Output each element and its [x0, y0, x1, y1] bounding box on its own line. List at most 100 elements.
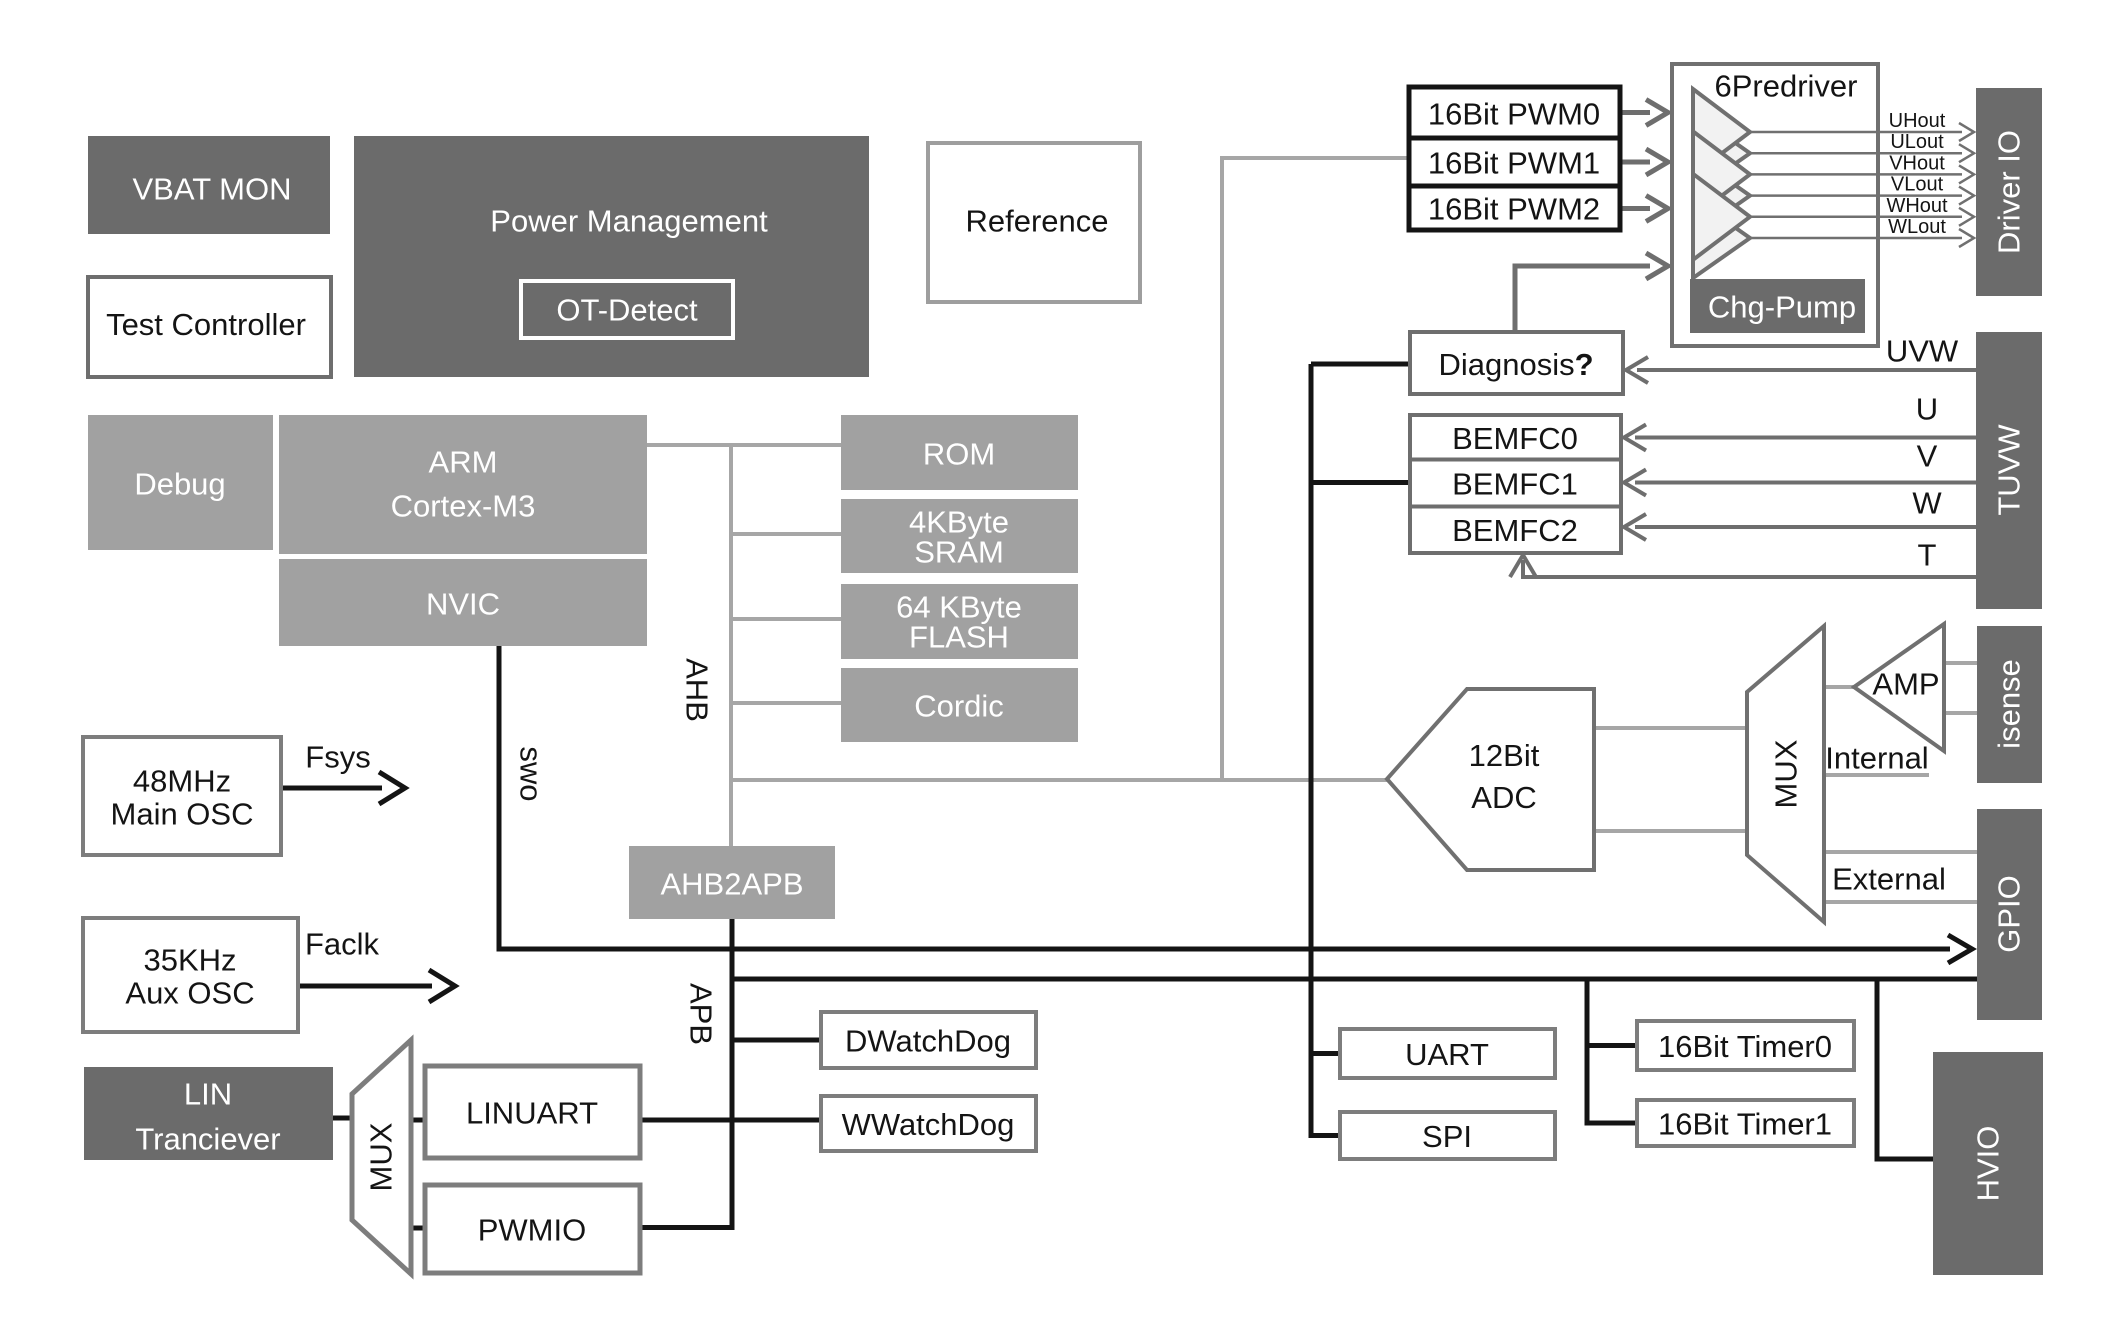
block-hvio: [1933, 1052, 2043, 1275]
label-dwatchdog: DWatchDog: [845, 1024, 1011, 1059]
label-external: External: [1832, 862, 1946, 897]
block-vbat-mon: [88, 136, 330, 234]
label-ulout: ULout: [1890, 131, 1944, 153]
label-test-controller: Test Controller: [106, 307, 306, 342]
wires-black-bus: [281, 361, 1977, 1231]
arrowhead-uvw: [1622, 355, 1650, 385]
label-diagnosis-word: Diagnosis: [1438, 347, 1574, 382]
label-reference: Reference: [965, 204, 1108, 239]
label-timer0: 16Bit Timer0: [1658, 1029, 1832, 1064]
wire-swo: [496, 646, 1950, 952]
block-test-controller: [86, 275, 333, 379]
label-whout: WHout: [1886, 195, 1948, 217]
block-wwatchdog: [819, 1094, 1038, 1153]
wire-tuvw-t: [1521, 560, 1976, 579]
label-wwatchdog: WWatchDog: [842, 1107, 1015, 1142]
label-fsys: Fsys: [305, 740, 370, 775]
arrowhead-fsys: [377, 769, 410, 807]
label-diagnosis-question-mark: ?: [1575, 347, 1594, 382]
label-pwm1: 16Bit PWM1: [1428, 146, 1600, 181]
label-bemfc1: BEMFC1: [1452, 467, 1578, 502]
arrowhead-w: [1620, 512, 1648, 542]
label-w: W: [1912, 486, 1942, 521]
block-tuvw: [1976, 332, 2042, 609]
wire-pwm-feed: [1220, 156, 1409, 780]
label-adc-mux: MUX: [1769, 739, 1804, 808]
label-pwm0: 16Bit PWM0: [1428, 97, 1600, 132]
label-power-management: Power Management: [490, 204, 768, 239]
block-pwmio: [422, 1182, 643, 1276]
block-diagnosis: [1408, 330, 1625, 396]
label-ahb: AHB: [680, 658, 715, 722]
block-lin-tranciever: [84, 1067, 333, 1160]
label-faclk: Faclk: [305, 927, 380, 962]
block-osc48: [81, 735, 283, 857]
arrowhead-pwm1: [1644, 146, 1673, 178]
arrowhead-diagnosis-predriver: [1644, 250, 1673, 282]
block-adc-mux: [1745, 621, 1826, 927]
label-bemfc2: BEMFC2: [1452, 513, 1578, 548]
arrowhead-u: [1620, 422, 1648, 453]
label-gpio: GPIO: [1992, 875, 2027, 953]
predriver-high-triangle-w: [1691, 169, 1754, 264]
label-driver-io: Driver IO: [1992, 130, 2027, 254]
block-nvic: [279, 559, 647, 646]
block-flash: [841, 584, 1078, 659]
block-uart: [1338, 1027, 1557, 1080]
label-rom: ROM: [923, 437, 995, 472]
label-hvio: HVIO: [1971, 1126, 2006, 1202]
label-wlout: WLout: [1888, 216, 1946, 238]
label-uhout: UHout: [1889, 110, 1946, 132]
block-gpio: [1977, 809, 2042, 1020]
label-bemfc0: BEMFC0: [1452, 421, 1578, 456]
arrowhead-swo-gpio: [1946, 932, 1977, 966]
block-pwm1: [1406, 135, 1623, 189]
label-internal: Internal: [1825, 741, 1928, 776]
label-v: V: [1917, 439, 1938, 474]
label-pwm2: 16Bit PWM2: [1428, 192, 1600, 227]
label-linuart: LINUART: [466, 1096, 598, 1131]
label-uvw: UVW: [1886, 334, 1959, 369]
block-cordic: [841, 668, 1078, 742]
arrowhead-pwm0: [1644, 97, 1673, 128]
block-sram: [841, 499, 1078, 573]
label-debug: Debug: [134, 467, 225, 502]
block-isense: [1977, 626, 2042, 783]
label-amp: AMP: [1872, 667, 1939, 702]
block-osc35: [81, 916, 300, 1034]
arrowhead-faclk: [427, 967, 460, 1005]
label-apb: APB: [684, 983, 719, 1045]
wire-hvio-bus: [1874, 979, 1933, 1162]
label-diagnosis: Diagnosis?: [1438, 347, 1593, 382]
wires-dark-gray: [1508, 97, 1976, 579]
label-vhout: VHout: [1889, 152, 1945, 174]
label-timer1: 16Bit Timer1: [1658, 1107, 1832, 1142]
label-uart: UART: [1405, 1037, 1489, 1072]
block-arm: [279, 415, 647, 554]
block-spi: [1338, 1110, 1557, 1161]
label-cordic: Cordic: [914, 689, 1004, 724]
block-driver-io: [1976, 88, 2042, 296]
block-ahb2apb: [629, 846, 835, 919]
arrowhead-uhout: [1958, 121, 1977, 143]
label-t: T: [1918, 538, 1937, 573]
label-predriver: 6Predriver: [1715, 69, 1858, 104]
label-ahb2apb: AHB2APB: [660, 867, 803, 902]
block-debug: [88, 415, 273, 550]
block-adc: [1384, 687, 1596, 872]
label-ot-detect: OT-Detect: [556, 293, 698, 328]
labels: VBAT MON Test Controller Power Managemen…: [106, 69, 2026, 1248]
block-ot-detect: [519, 279, 735, 340]
block-lin-mux: [349, 1034, 414, 1280]
block-dwatchdog: [819, 1010, 1038, 1070]
arrowhead-v: [1620, 467, 1648, 498]
label-u: U: [1916, 392, 1938, 427]
label-swo: swo: [514, 746, 549, 801]
block-reference: [926, 141, 1142, 304]
wire-timer-bus: [1584, 979, 1637, 1126]
block-linuart: [422, 1063, 643, 1161]
